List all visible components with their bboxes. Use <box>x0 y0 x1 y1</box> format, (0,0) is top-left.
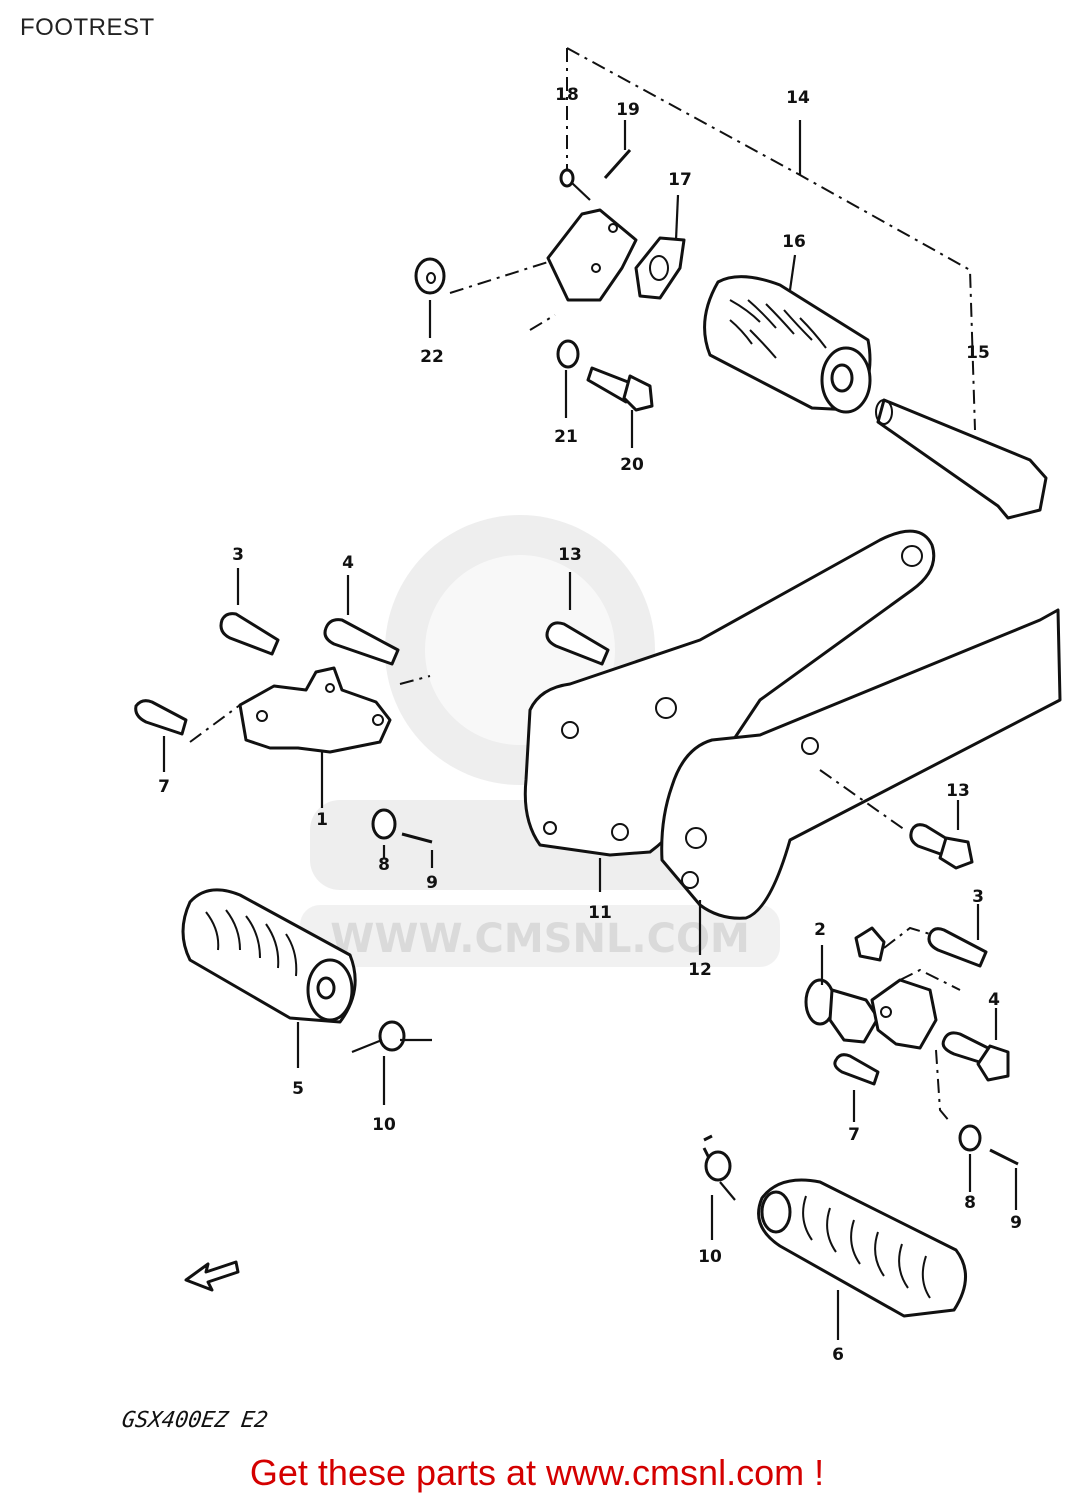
callout-5: 5 <box>292 1079 304 1099</box>
callout-7: 7 <box>158 777 170 797</box>
right-footrest-assembly <box>702 904 1019 1340</box>
rear-footrest-assembly <box>414 47 1048 520</box>
callout-20: 20 <box>620 455 644 475</box>
callout-6: 6 <box>832 1345 844 1365</box>
callout-4: 4 <box>342 553 354 573</box>
callout-14: 14 <box>786 88 810 108</box>
model-code: GSX400EZ E2 <box>120 1408 270 1433</box>
left-footrest-assembly <box>134 568 434 1105</box>
page-title: FOOTREST <box>20 14 155 41</box>
watermark-text: WWW.CMSNL.COM <box>330 916 750 962</box>
callout-17: 17 <box>668 170 692 190</box>
callout-16: 16 <box>782 232 806 252</box>
callout-21: 21 <box>554 427 578 447</box>
footer-link[interactable]: Get these parts at www.cmsnl.com ! <box>249 1452 825 1493</box>
callout-19: 19 <box>616 100 640 120</box>
callout-2: 2 <box>814 920 826 940</box>
callout-1: 1 <box>316 810 328 830</box>
callout-8: 8 <box>378 855 390 875</box>
callout-11: 11 <box>588 903 612 923</box>
callout-9: 9 <box>426 873 438 893</box>
callout-12: 12 <box>688 960 712 980</box>
callout-15: 15 <box>966 343 990 363</box>
front-direction-arrow-icon <box>184 1260 240 1292</box>
callout-13: 13 <box>946 781 970 801</box>
callout-3: 3 <box>972 887 984 907</box>
callout-10: 10 <box>372 1115 396 1135</box>
callout-18: 18 <box>555 85 579 105</box>
callout-3: 3 <box>232 545 244 565</box>
callout-10: 10 <box>698 1247 722 1267</box>
callout-13: 13 <box>558 545 582 565</box>
callout-4: 4 <box>988 990 1000 1010</box>
callout-8: 8 <box>964 1193 976 1213</box>
callout-labels: 1 2 3 3 4 4 5 6 7 7 8 8 9 9 10 10 11 12 … <box>158 85 1022 1365</box>
callout-22: 22 <box>420 347 444 367</box>
callout-7: 7 <box>848 1125 860 1145</box>
footrest-brackets <box>523 529 1062 955</box>
callout-9: 9 <box>1010 1213 1022 1233</box>
